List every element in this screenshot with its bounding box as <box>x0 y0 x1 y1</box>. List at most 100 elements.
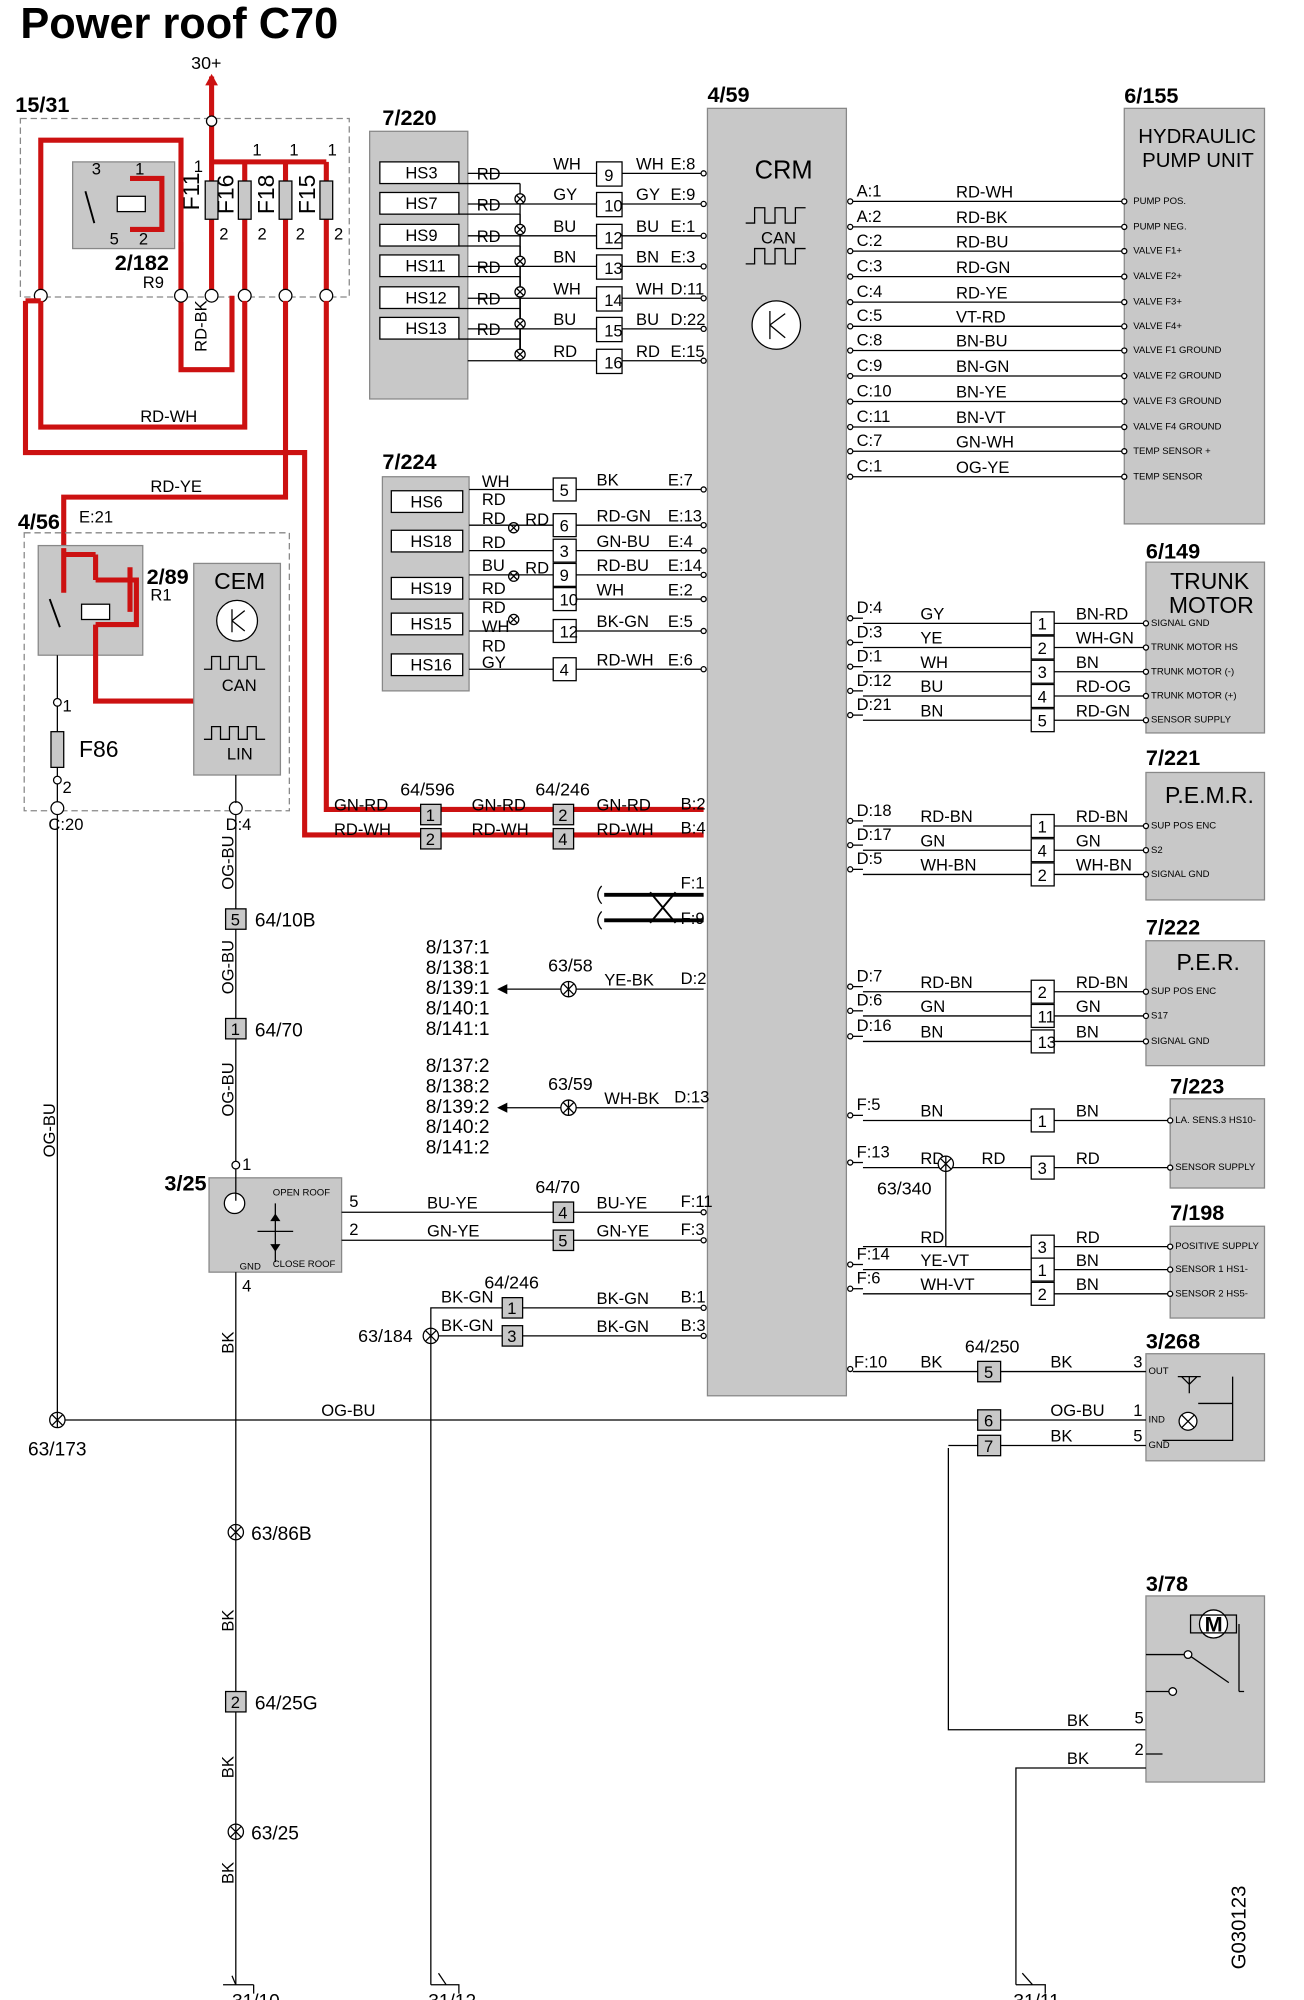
sensor_7_198-crm-1: F:14 <box>857 1244 890 1263</box>
can-pa-1: 2 <box>426 830 435 849</box>
p220-crm-4: D:11 <box>670 279 704 298</box>
tp-pin-b: F:9 <box>681 909 705 928</box>
trunk-w2-label-1: WH-GN <box>1076 629 1134 648</box>
p224-mid-0: RD <box>525 510 549 529</box>
pump-fn-8: VALVE F3 GROUND <box>1133 396 1221 407</box>
sensor_7_198-fn-1: SENSOR 1 HS1- <box>1175 1264 1248 1275</box>
fuse-f15: F15 1 2 <box>294 141 343 244</box>
bkgn-w2-label-0: BK-GN <box>597 1289 649 1308</box>
can-w2-0: GN-RD <box>472 796 526 815</box>
p224-crm-1: E:13 <box>668 506 702 525</box>
sw-pin-1: 2 <box>349 1220 358 1239</box>
p220-c3-5: BU <box>636 310 659 329</box>
vc-bk-4: BK <box>218 1862 237 1884</box>
sensor_7_223-crm-0: F:5 <box>857 1095 881 1114</box>
ground-31-12-label: 31/12 <box>428 1992 476 2000</box>
per-pin-2: 13 <box>1038 1033 1056 1052</box>
p224-c-5: BK-GN <box>597 612 649 631</box>
crm-pin-dot <box>700 1209 707 1216</box>
sensor_7_198-fn-0: POSITIVE SUPPLY <box>1175 1241 1259 1252</box>
pump-fn-2: VALVE F1+ <box>1133 246 1182 257</box>
trunk-pin-1: 2 <box>1038 639 1047 658</box>
p220-c1-0: RD <box>477 165 501 184</box>
per-pin-0: 2 <box>1038 983 1047 1002</box>
p224-c-2: GN-BU <box>597 532 650 551</box>
c3268-pin-2: 5 <box>1133 1427 1142 1446</box>
per-w2-label-0: RD-BN <box>1076 973 1128 992</box>
p224-c-3: RD-BU <box>597 556 649 575</box>
pump-wire-label-6: BN-BU <box>956 332 1008 351</box>
crm-pin-dot <box>847 347 854 354</box>
pump-fn-5: VALVE F4+ <box>1133 321 1182 332</box>
relay-2-182-pin1: 1 <box>135 160 144 179</box>
trunk-w1-label-1: YE <box>920 629 942 648</box>
crm-pin-dot <box>847 448 854 455</box>
drawing-number: G030123 <box>1228 1886 1250 1970</box>
crm-pin-dot <box>700 325 707 333</box>
trunk-pin-dot <box>1142 717 1150 724</box>
og2-splice: 63/59 <box>548 1074 593 1094</box>
sensor_7_198-pin-dot <box>1166 1243 1174 1250</box>
pump-fn-7: VALVE F2 GROUND <box>1133 371 1221 382</box>
fuse-f15-label: F15 <box>294 175 320 215</box>
wire-rd-bk-label: RD-BK <box>191 300 210 352</box>
trunk-title-1: TRUNK <box>1170 568 1250 594</box>
pemr-crm-0: D:18 <box>857 801 892 820</box>
fuse-f18: F18 1 2 <box>253 141 305 244</box>
pump-crm-10: C:7 <box>857 431 883 450</box>
p220-c3-4: WH <box>636 279 664 298</box>
p220-pin-6: 16 <box>604 353 622 372</box>
twisted-pair: F:1 F:9 <box>597 873 705 930</box>
per-pin-dot <box>1142 988 1150 995</box>
pump-wire-label-10: GN-WH <box>956 432 1014 451</box>
sensor_7_223-mid-label-1: RD <box>982 1149 1006 1168</box>
p220-crm-5: D:22 <box>670 310 705 329</box>
c3268-pin-1: 1 <box>1133 1401 1142 1420</box>
switch-close-label: CLOSE ROOF <box>273 1259 336 1270</box>
pump-pin-dot <box>1121 223 1128 231</box>
cem-lin-label: LIN <box>227 745 253 764</box>
sw-w1-label-1: GN-YE <box>427 1221 479 1240</box>
conn-64-596: 64/596 <box>400 779 455 799</box>
og-bu-bus: OG-BU OG-BU 63/173 <box>28 814 978 1461</box>
crm-pin-dot <box>700 521 707 529</box>
sensor_7_198-pin-1: 1 <box>1038 1261 1047 1280</box>
p220-c2-5: BU <box>553 310 576 329</box>
crm-pin-dot <box>847 841 854 849</box>
crm-pin-dot <box>700 595 707 603</box>
crm-pin-dot <box>700 357 707 364</box>
p224-sensor-2: HS19 <box>410 579 451 598</box>
pemr-w2-label-1: GN <box>1076 831 1101 850</box>
per-pin-dot <box>1142 1038 1150 1045</box>
vc-64-10b-label: 64/10B <box>255 911 316 932</box>
supply-label: 30+ <box>191 53 221 73</box>
crm-pin-dot <box>847 247 854 255</box>
sensor_7_223-fn-0: LA. SENS.3 HS10- <box>1175 1115 1256 1126</box>
trunk-pin-0: 1 <box>1038 615 1047 634</box>
og2-wire: WH-BK <box>604 1089 659 1108</box>
crm-pin-dot <box>847 1285 854 1292</box>
p224-sensor-3: HS15 <box>410 615 451 634</box>
sensor_7_198-pin-dot <box>1166 1290 1174 1298</box>
bkgn-pin-1: 3 <box>507 1327 516 1346</box>
can-crm-1: B:4 <box>681 819 706 838</box>
fuse-f15-pin-out: 2 <box>334 225 343 244</box>
pump-fn-10: TEMP SENSOR + <box>1133 446 1211 457</box>
trunk-w2-label-4: RD-GN <box>1076 701 1130 720</box>
pemr-fn-1: S2 <box>1151 845 1163 856</box>
bkgn-crm-0: B:1 <box>681 1288 706 1307</box>
p220-c1-4: RD <box>477 290 501 309</box>
pemr-pin-dot <box>1142 847 1150 854</box>
trunk-crm-1: D:3 <box>857 622 883 641</box>
c3268-w2-label-1: OG-BU <box>1050 1401 1104 1420</box>
p220-c1-5: RD <box>477 320 501 339</box>
p224-left-label-9: GY <box>482 653 506 672</box>
sensor_7_198-w1-label-1: YE-VT <box>920 1251 969 1270</box>
sensor_7_223-pin-1: 3 <box>1038 1159 1047 1178</box>
crm-pin-dot <box>700 547 707 554</box>
fuse-f16-pin-out: 2 <box>257 225 266 244</box>
p224-left-label-1: RD <box>482 490 506 509</box>
pump-crm-8: C:10 <box>857 381 892 400</box>
